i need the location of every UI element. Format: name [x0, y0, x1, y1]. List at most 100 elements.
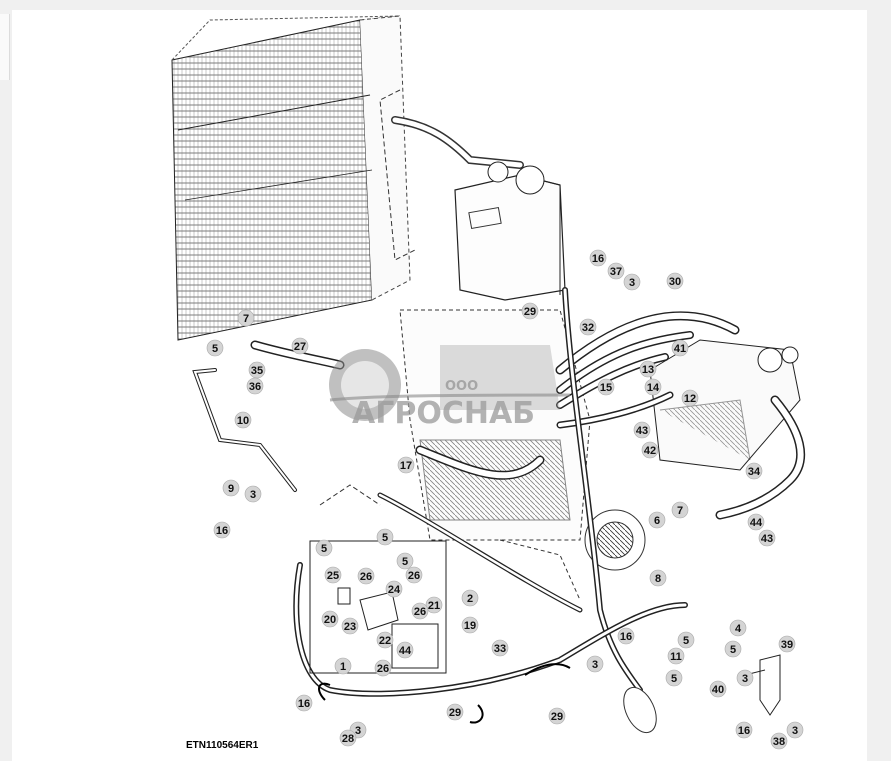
callout-30: 30	[666, 272, 684, 290]
callout-number: 16	[298, 698, 310, 710]
callout-number: 3	[355, 725, 361, 737]
callout-17: 17	[397, 456, 415, 474]
filter-canister	[623, 686, 657, 734]
callout-bubble	[446, 703, 464, 721]
callout-bubble	[222, 479, 240, 497]
callout-bubble	[735, 721, 753, 739]
callout-5: 5	[315, 539, 333, 557]
callout-number: 30	[669, 276, 681, 288]
callout-bubble	[633, 421, 651, 439]
callout-bubble	[324, 566, 342, 584]
callout-bubble	[206, 339, 224, 357]
callout-number: 8	[655, 573, 661, 585]
callout-bubble	[671, 339, 689, 357]
callout-bubble	[597, 378, 615, 396]
callout-20: 20	[321, 610, 339, 628]
callout-number: 29	[551, 711, 563, 723]
callout-bubble	[671, 501, 689, 519]
bracket-40	[744, 654, 781, 716]
callout-28: 28	[339, 729, 357, 747]
callout-bubble	[745, 462, 763, 480]
callout-bubble	[623, 273, 641, 291]
callout-38: 38	[770, 732, 788, 750]
callout-5: 5	[376, 528, 394, 546]
callout-number: 26	[360, 571, 372, 583]
callout-13: 13	[639, 360, 657, 378]
callout-23: 23	[341, 617, 359, 635]
callout-bubble	[778, 635, 796, 653]
callout-bubble	[607, 262, 625, 280]
side-panel-edge	[0, 14, 10, 80]
callout-16: 16	[735, 721, 753, 739]
callout-bubble	[246, 377, 264, 395]
callout-bubble	[397, 456, 415, 474]
callout-10: 10	[234, 411, 252, 429]
callout-bubble	[665, 669, 683, 687]
callout-number: 3	[629, 277, 635, 289]
callout-39: 39	[778, 635, 796, 653]
callout-bubble	[491, 639, 509, 657]
callout-number: 5	[321, 543, 327, 555]
callout-25: 25	[324, 566, 342, 584]
callout-number: 2	[467, 593, 473, 605]
callout-number: 20	[324, 614, 336, 626]
radiator-core	[171, 15, 411, 341]
callout-bubble	[321, 610, 339, 628]
direction-arrows	[318, 663, 571, 724]
callout-number: 32	[582, 322, 594, 334]
callout-4: 4	[729, 619, 747, 637]
callout-number: 7	[677, 505, 683, 517]
callout-16: 16	[589, 249, 607, 267]
callout-29: 29	[521, 302, 539, 320]
callout-8: 8	[649, 569, 667, 587]
callout-24: 24	[385, 580, 403, 598]
callout-32: 32	[579, 318, 597, 336]
callout-number: 16	[216, 525, 228, 537]
callout-number: 38	[773, 736, 785, 748]
callout-number: 6	[654, 515, 660, 527]
callout-bubble	[786, 721, 804, 739]
callout-number: 9	[228, 483, 234, 495]
callout-bubble	[425, 596, 443, 614]
charge-air-pipe	[379, 89, 524, 261]
callout-bubble	[295, 694, 313, 712]
callout-number: 14	[647, 382, 660, 394]
callout-bubble	[396, 552, 414, 570]
callout-bubble	[586, 655, 604, 673]
callout-9: 9	[222, 479, 240, 497]
callout-3: 3	[736, 669, 754, 687]
callout-bubble	[411, 602, 429, 620]
callout-number: 3	[592, 659, 598, 671]
callout-bubble	[291, 337, 309, 355]
callout-number: 37	[610, 266, 622, 278]
callout-34: 34	[745, 462, 763, 480]
callout-bubble	[341, 617, 359, 635]
callout-number: 27	[294, 341, 306, 353]
engine-block	[399, 309, 646, 601]
callout-number: 33	[494, 643, 506, 655]
hoses	[192, 287, 806, 697]
callout-3: 3	[586, 655, 604, 673]
callout-bubble	[315, 539, 333, 557]
callout-number: 29	[449, 707, 461, 719]
callout-bubble	[213, 521, 231, 539]
callout-bubble	[234, 411, 252, 429]
callout-3: 3	[244, 485, 262, 503]
callout-number: 26	[377, 663, 389, 675]
callout-26: 26	[374, 659, 392, 677]
callout-bubble	[681, 389, 699, 407]
callout-number: 43	[636, 425, 648, 437]
callout-bubble	[237, 309, 255, 327]
callout-bubble	[244, 485, 262, 503]
callout-6: 6	[648, 511, 666, 529]
callout-number: 21	[428, 600, 440, 612]
callout-5: 5	[396, 552, 414, 570]
callout-16: 16	[617, 627, 635, 645]
callout-number: 16	[620, 631, 632, 643]
callout-bubble	[396, 641, 414, 659]
callout-number: 5	[671, 673, 677, 685]
callout-bubble	[617, 627, 635, 645]
callout-number: 29	[524, 306, 536, 318]
callout-11: 11	[667, 647, 685, 665]
